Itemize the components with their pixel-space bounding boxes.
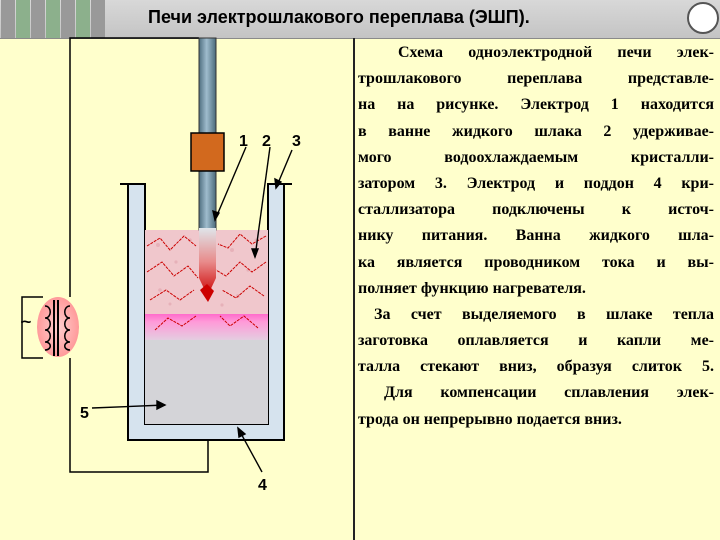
text-line: на на рисунке. Электрод 1 находится [358, 96, 714, 114]
nav-circle-button[interactable] [687, 2, 719, 34]
melt-spark [200, 284, 214, 302]
ingot [145, 338, 268, 424]
text-line: Для компенсации сплавления элек- [384, 384, 714, 402]
text-line: заготовка оплавляется и капли ме- [358, 332, 714, 350]
text-line: сталлизатора подключены к источ- [358, 201, 714, 219]
label-crystallizer: 3 [292, 133, 301, 150]
text-line: трошлакового переплава представле- [358, 70, 714, 88]
text-line: За счет выделяемого в шлаке тепла [374, 305, 714, 323]
label-ac: ~ [22, 314, 31, 331]
text-line: ка является проводником тока и вы- [358, 253, 714, 271]
column-divider [353, 38, 355, 540]
description-text: Схема одноэлектродной печи элек- трошлак… [358, 40, 714, 433]
decorative-stripes [0, 0, 108, 38]
page-title: Печи электрошлакового переплава (ЭШП). [148, 7, 530, 27]
text-line: трода он непрерывно подается вниз. [358, 410, 622, 428]
label-tray: 4 [258, 477, 267, 494]
circuit-wires [69, 37, 209, 473]
electrode-clamp [190, 132, 225, 172]
ac-source-symbol [21, 321, 23, 323]
title-bar: Печи электрошлакового переплава (ЭШП). [0, 0, 720, 39]
text-line: талла стекают вниз, образуя слиток 5. [358, 358, 714, 376]
electrode-tip [199, 228, 216, 296]
text-line: мого водоохлаждаемым кристалли- [358, 148, 714, 166]
text-line: в ванне жидкого шлака 2 удерживае- [358, 122, 714, 140]
text-line: Схема одноэлектродной печи элек- [398, 44, 714, 61]
label-ingot: 5 [80, 405, 89, 422]
label-slag: 2 [262, 133, 271, 150]
power-supply [21, 296, 79, 359]
text-line: затором 3. Электрод и поддон 4 кри- [358, 174, 714, 192]
label-electrode: 1 [239, 133, 248, 150]
text-line: полняет функцию нагревателя. [358, 279, 586, 297]
text-line: нику питания. Ванна жидкого шла- [358, 227, 714, 245]
leader-lines [91, 146, 293, 473]
esr-furnace-diagram: 1 2 3 5 4 ~ [21, 37, 301, 494]
metal-pool [145, 312, 268, 340]
